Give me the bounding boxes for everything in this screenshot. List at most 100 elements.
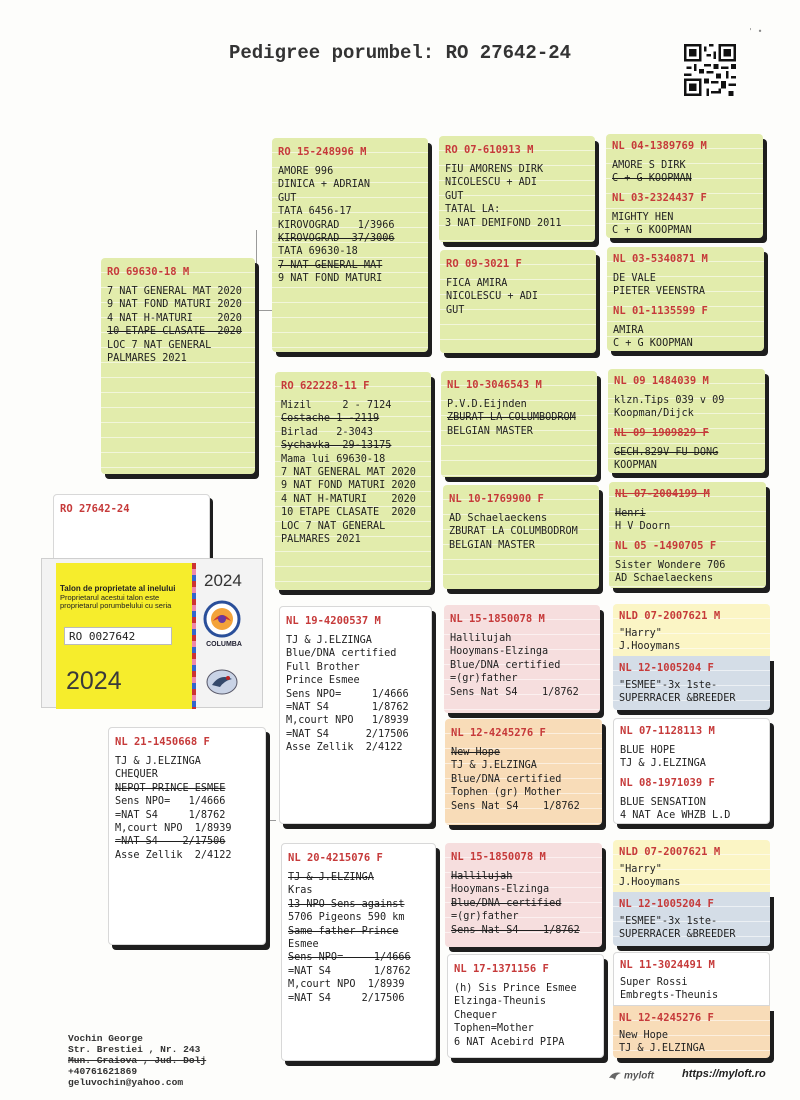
dsd-line: Blue/DNA certified [451, 773, 562, 785]
gen4-line: klzn.Tips 039 v 09 [614, 395, 725, 406]
sire-dam-line: Mama lui 69630-18 [281, 453, 386, 465]
subject-card[interactable]: RO 27642-24 [53, 494, 210, 562]
gen4-card[interactable]: NL 03-5340871 M DE VALE PIETER VEENSTRA … [607, 247, 764, 351]
ssd-line: FICA AMIRA [446, 278, 508, 289]
sire-line: 4 NAT H-MATURI 2020 [107, 312, 242, 324]
sire-dam-line: PALMARES 2021 [281, 534, 361, 546]
dds-line: Hallilujah [451, 871, 513, 882]
gen4-card[interactable]: NLD 07-2007621 M "Harry" J.Hooymans [613, 840, 770, 892]
gen4-ring: NL 03-2324437 F [612, 191, 707, 204]
gen4-ring: NL 12-4245276 F [619, 1012, 714, 1024]
sire-dam-line: Sychavka 29-13175 [281, 440, 392, 452]
dam-sire-line: TJ & J.ELZINGA [286, 635, 372, 646]
bird-icon [609, 1072, 621, 1080]
gen4-line: AMIRA [613, 324, 644, 336]
talon-ring-field: RO 0027642 [64, 627, 172, 645]
sire-dam-line: Birlad 2-3043 [281, 426, 374, 438]
dam-sire-ring: NL 19-4200537 M [286, 615, 381, 627]
dam-line: TJ & J.ELZINGA [115, 756, 201, 767]
dam-dam-card[interactable]: NL 20-4215076 F TJ & J.ELZINGA Kras 13 N… [281, 843, 436, 1061]
dam-sire-card[interactable]: NL 19-4200537 M TJ & J.ELZINGA Blue/DNA … [279, 606, 432, 824]
sire-dam-card[interactable]: RO 622228-11 F Mizil 2 - 7124 Costache 1… [275, 372, 431, 590]
sire-dam-dam-card[interactable]: NL 10-1769900 F AD Schaelaeckens ZBURAT … [443, 485, 599, 589]
gen4-line: "ESMEE"-3x 1ste- [619, 916, 718, 927]
sire-dam-line: 10 ETAPE CLASATE 2020 [281, 507, 416, 519]
page-title: Pedigree porumbel: RO 27642-24 [228, 42, 572, 64]
gen4-card[interactable]: NL 12-1005204 F "ESMEE"-3x 1ste- SUPERRA… [613, 656, 770, 710]
qr-code-icon [684, 44, 736, 96]
dam-sire-sire-card[interactable]: NL 15-1850078 M Hallilujah Hooymans-Elzi… [444, 605, 600, 713]
gen4-card[interactable]: NL 12-4245276 F New Hope TJ & J.ELZINGA [613, 1006, 770, 1058]
sire-sire-line: DINICA + ADRIAN [278, 179, 371, 191]
columba-logo-icon [203, 600, 241, 638]
sire-card[interactable]: RO 69630-18 M 7 NAT GENERAL MAT 2020 9 N… [101, 258, 255, 474]
sss-ring: RO 07-610913 M [445, 144, 534, 156]
ssd-ring: RO 09-3021 F [446, 258, 522, 270]
ssd-line: GUT [446, 304, 465, 316]
dam-line: =NAT S4 1/8762 [115, 809, 226, 821]
footer-url[interactable]: https://myloft.ro [682, 1068, 766, 1080]
dss-line: =(gr)father [450, 673, 518, 685]
dam-dam-line: =NAT S4 2/17506 [288, 992, 405, 1004]
sss-line: NICOLESCU + ADI [445, 177, 538, 189]
sire-sire-sire-card[interactable]: RO 07-610913 M FIU AMORENS DIRK NICOLESC… [439, 136, 595, 242]
gen4-line: AMORE S DIRK [612, 160, 686, 171]
sire-dam-line: LOC 7 NAT GENERAL [281, 520, 386, 532]
gen4-ring: NL 11-3024491 M [620, 959, 715, 971]
gen4-line: SUPERRACER &BREEDER [619, 693, 736, 705]
dam-dam-line: =NAT S4 1/8762 [288, 965, 411, 977]
gen4-card[interactable]: NL 12-1005204 F "ESMEE"-3x 1ste- SUPERRA… [613, 892, 770, 946]
ssd-line: NICOLESCU + ADI [446, 291, 539, 303]
columba-logo-text: COLUMBA [206, 641, 242, 648]
sds-ring: NL 10-3046543 M [447, 379, 542, 391]
dsd-line: Tophen (gr) Mother [451, 787, 562, 799]
gen4-line: KOOPMAN [614, 460, 657, 472]
owner-phone: +40761621869 [68, 1066, 138, 1077]
gen4-card[interactable]: NL 07-1128113 M BLUE HOPE TJ & J.ELZINGA… [613, 718, 770, 824]
gen4-card[interactable]: NL 11-3024491 M Super Rossi Embregts-The… [613, 952, 770, 1006]
sds-line: ZBURAT LA COLUMBODROM [447, 412, 576, 424]
gen4-card[interactable]: NLD 07-2007621 M "Harry" J.Hooymans [613, 604, 770, 656]
gen4-line: BLUE SENSATION [620, 796, 706, 808]
gen4-line: C + G KOOPMAN [612, 173, 692, 185]
dam-card[interactable]: NL 21-1450668 F TJ & J.ELZINGA CHEQUER N… [108, 727, 266, 945]
sdd-ring: NL 10-1769900 F [449, 493, 544, 505]
dam-dam-sire-card[interactable]: NL 15-1850078 M Hallilujah Hooymans-Elzi… [445, 843, 602, 947]
dds-line: Sens Nat S4 1/8762 [451, 924, 580, 936]
gen4-ring: NL 01-1135599 F [613, 304, 708, 317]
gen4-line: C + G KOOPMAN [613, 338, 693, 350]
dss-line: Hallilujah [450, 633, 512, 644]
sire-sire-dam-card[interactable]: RO 09-3021 F FICA AMIRA NICOLESCU + ADI … [440, 250, 596, 353]
dam-sire-line: Prince Esmee [286, 675, 360, 687]
gen4-line: C + G KOOPMAN [612, 225, 692, 237]
ownership-talon: Talon de proprietate al inelului Proprie… [41, 558, 263, 709]
gen4-line: "Harry" [619, 628, 662, 639]
talon-heading: Talon de proprietate al inelului [60, 584, 176, 593]
dam-sire-dam-card[interactable]: NL 12-4245276 F New Hope TJ & J.ELZINGA … [445, 719, 602, 825]
dds-ring: NL 15-1850078 M [451, 851, 546, 863]
dam-dam-dam-card[interactable]: NL 17-1371156 F (h) Sis Prince Esmee Elz… [447, 954, 604, 1058]
gen4-ring: NL 07-2004199 M [615, 488, 710, 500]
sire-sire-card[interactable]: RO 15-248996 M AMORE 996 DINICA + ADRIAN… [272, 138, 428, 352]
gen4-card[interactable]: NL 04-1389769 M AMORE S DIRK C + G KOOPM… [606, 134, 763, 238]
ddd-line: Tophen=Mother [454, 1023, 534, 1035]
owner-email[interactable]: geluvochin@yahoo.com [68, 1077, 184, 1088]
sire-line: 10 ETAPE CLASATE 2020 [107, 326, 242, 338]
dam-dam-line: Same father Prince [288, 925, 399, 937]
tree-connector [256, 230, 257, 410]
gen4-card[interactable]: NL 07-2004199 M Henri H V Doorn NL 05 -1… [609, 482, 766, 588]
sire-sire-line: TATA 6456-17 [278, 206, 352, 218]
dds-line: =(gr)father [451, 911, 519, 923]
talon-subtext: Proprietarul acestui talon este [60, 592, 160, 602]
dsd-line: New Hope [451, 747, 501, 758]
gen4-line: BLUE HOPE [620, 745, 676, 756]
ddd-line: 6 NAT Acebird PIPA [454, 1036, 565, 1048]
sire-dam-sire-card[interactable]: NL 10-3046543 M P.V.D.Eijnden ZBURAT LA … [441, 371, 597, 477]
sdd-line: ZBURAT LA COLUMBODROM [449, 526, 578, 538]
gen4-line: H V Doorn [615, 521, 671, 533]
gen4-card[interactable]: NL 09 1484039 M klzn.Tips 039 v 09 Koopm… [608, 369, 765, 473]
ddd-line: (h) Sis Prince Esmee [454, 983, 577, 994]
sire-dam-ring: RO 622228-11 F [281, 380, 370, 392]
gen4-ring: NLD 07-2007621 M [619, 846, 721, 858]
dss-line: Blue/DNA certified [450, 659, 561, 671]
